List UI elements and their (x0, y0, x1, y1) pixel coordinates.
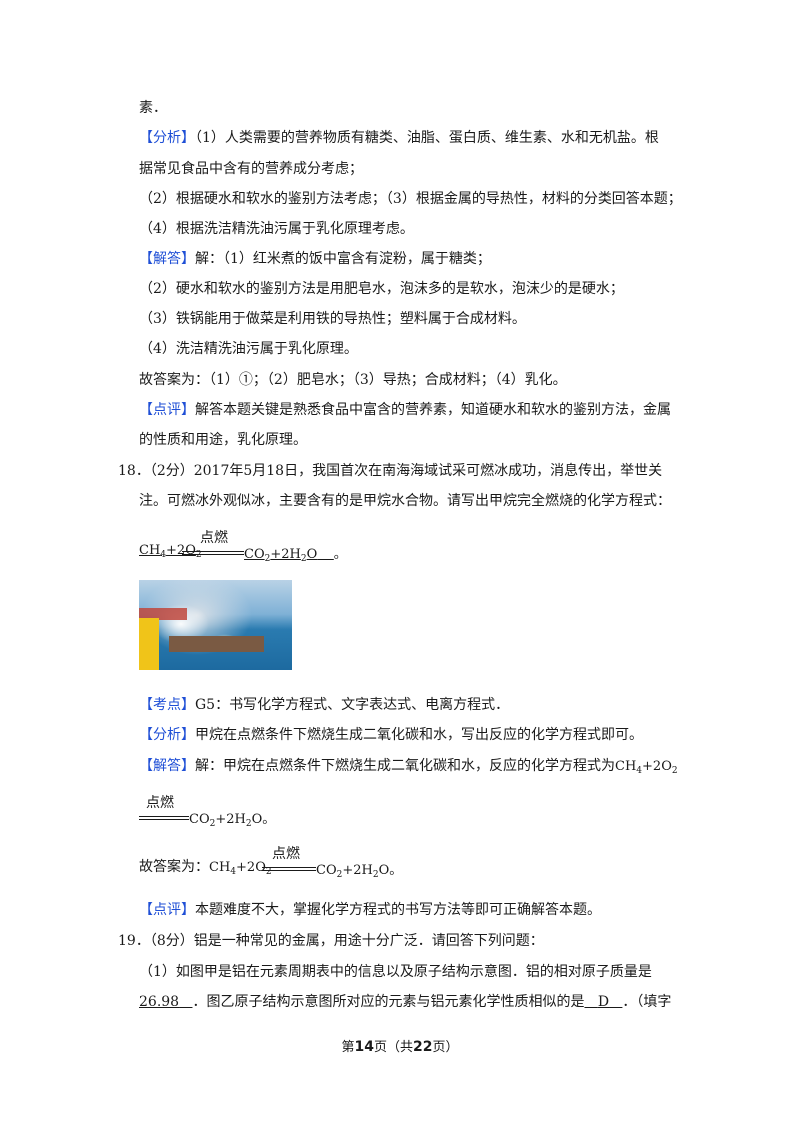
answer-line-2: 【解答】解：甲烷在点燃条件下燃烧生成二氧化碳和水，反应的化学方程式为CH4+2O… (139, 758, 678, 776)
equation-rhs: CO2+2H2O。 (189, 812, 276, 829)
equation-blank: CH4+2O2 (139, 543, 202, 560)
text-line: （4）洗洁精洗油污属于乳化原理。 (139, 341, 358, 357)
text-line: （1）如图甲是铝在元素周期表中的信息以及原子结构示意图．铝的相对原子质量是 (139, 964, 652, 980)
condition-label: 点燃 (146, 795, 174, 811)
answer-tag: 【解答】 (139, 758, 195, 774)
condition-label: 点燃 (272, 846, 300, 862)
text-line: 据常见食品中含有的营养成分考虑； (139, 161, 363, 177)
analysis-line: 【分析】（1）人类需要的营养物质有糖类、油脂、蛋白质、维生素、水和无机盐。根 (139, 130, 659, 146)
text-line: 注。可燃冰外观似冰，主要含有的是甲烷水合物。请写出甲烷完全燃烧的化学方程式： (139, 493, 671, 509)
topic-line: 【考点】G5：书写化学方程式、文字表达式、电离方程式． (139, 697, 510, 713)
page-total: 22 (413, 1039, 433, 1055)
equation-rhs: CO2+2H2O。 (316, 863, 403, 880)
analysis-tag: 【分析】 (139, 727, 195, 743)
answer-tag: 【解答】 (139, 251, 195, 267)
text-line: 的性质和用途，乳化原理。 (139, 432, 307, 448)
answer-line: 【解答】解：（1）红米煮的饭中富含有淀粉，属于糖类； (139, 251, 491, 267)
comment-line: 【点评】解答本题关键是熟悉食品中富含的营养素，知道硬水和软水的鉴别方法，金属 (139, 402, 671, 418)
gas-flare-ocean-photo (139, 580, 292, 670)
page-footer: 第14页（共22页） (341, 1039, 459, 1055)
final-answer-line: 故答案为：（1）①；（2）肥皂水；（3）导热；合成材料；（4）乳化。 (139, 372, 567, 388)
analysis-tag: 【分析】 (139, 130, 195, 146)
question-19: 19．（8分）铝是一种常见的金属，用途十分广泛．请回答下列问题： (118, 933, 544, 949)
answer-blank-1: 26.98 (139, 994, 180, 1010)
page-number: 14 (354, 1039, 374, 1055)
equals-bar (139, 816, 189, 820)
equals-bar (182, 551, 244, 555)
text-line: （2）根据硬水和软水的鉴别方法考虑；（3）根据金属的导热性，材料的分类回答本题； (139, 191, 682, 207)
comment-tag: 【点评】 (139, 902, 195, 918)
equation-blank-rhs: CO2+2H2O 。 (244, 547, 347, 564)
equation-lhs: CH4+2O2 (615, 759, 678, 776)
text-line: （4）根据洗洁精洗油污属于乳化原理考虑。 (139, 221, 414, 237)
text-line: 26.98 ．图乙原子结构示意图所对应的元素与铝元素化学性质相似的是 D ．（填… (139, 994, 672, 1010)
text-line: （2）硬水和软水的鉴别方法是用肥皂水，泡沫多的是软水，泡沫少的是硬水； (139, 281, 624, 297)
analysis-line-2: 【分析】甲烷在点燃条件下燃烧生成二氧化碳和水，写出反应的化学方程式即可。 (139, 727, 643, 743)
answer-blank-2: D (597, 994, 610, 1010)
text-line: 素． (139, 100, 167, 116)
question-18: 18．（2分）2017年5月18日，我国首次在南海海域试采可燃冰成功，消息传出，… (118, 463, 663, 479)
topic-tag: 【考点】 (139, 697, 195, 713)
comment-line-2: 【点评】本题难度不大，掌握化学方程式的书写方法等即可正确解答本题。 (139, 902, 601, 918)
condition-label: 点燃 (200, 530, 228, 546)
final-answer-line-2: 故答案为：CH4+2O2 (139, 859, 272, 877)
comment-tag: 【点评】 (139, 402, 195, 418)
text-line: （3）铁锅能用于做菜是利用铁的导热性；塑料属于合成材料。 (139, 311, 526, 327)
equals-bar (262, 867, 316, 871)
